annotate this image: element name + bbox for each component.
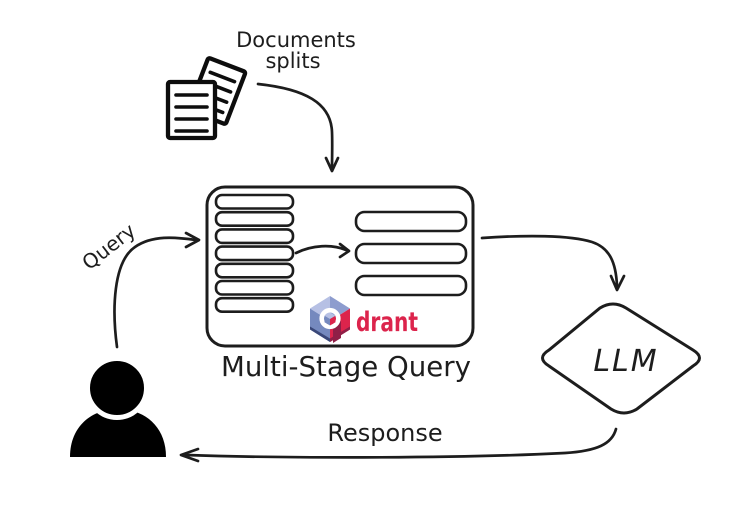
- documents-splits-label-line1: Documents: [236, 28, 356, 52]
- store-box-caption: Multi-Stage Query: [221, 350, 471, 383]
- documents-icon: [165, 56, 248, 141]
- user-icon: [70, 356, 166, 457]
- mini-cube-top: [324, 312, 336, 319]
- document-segment-bar: [214, 296, 295, 314]
- store-to-llm-arrow: [480, 234, 626, 292]
- document-segment-bar: [214, 245, 295, 262]
- right-bars: [354, 210, 468, 297]
- qdrant-logo: drant: [310, 296, 418, 343]
- document-segment-bar: [214, 262, 295, 279]
- query-arrow: [113, 231, 201, 349]
- mini-cube-right: [330, 315, 336, 326]
- response-arrow: [179, 427, 618, 463]
- user-body: [70, 409, 166, 457]
- mini-cube-left: [324, 315, 330, 326]
- rerank-arrow: [294, 242, 351, 259]
- vector-store-box: drant: [205, 185, 475, 348]
- llm-label: LLM: [593, 344, 658, 379]
- stage-result-bar: [354, 274, 468, 297]
- left-bars: [214, 193, 295, 314]
- document-segment-bar: [214, 228, 295, 245]
- cube-left-face: [310, 308, 330, 342]
- documents-splits-label-line2: splits: [265, 49, 320, 73]
- front-page: [165, 79, 218, 141]
- stage-result-bar: [354, 242, 468, 265]
- user-head: [85, 356, 149, 420]
- qdrant-wordmark: drant: [356, 307, 418, 338]
- llm-diamond: [541, 302, 701, 415]
- documents-to-store-arrow: [256, 82, 340, 173]
- q-ring: [319, 307, 341, 330]
- cube-bottom-left-shade: [310, 326, 330, 342]
- stage-result-bar: [354, 210, 468, 233]
- llm-node: LLM: [541, 302, 701, 415]
- document-segment-bar: [214, 210, 295, 227]
- document-segment-bar: [214, 279, 295, 296]
- document-segment-bar: [214, 193, 295, 210]
- response-label: Response: [327, 419, 442, 447]
- query-label: Query: [77, 218, 140, 274]
- qdrant-cube-icon: [310, 296, 350, 343]
